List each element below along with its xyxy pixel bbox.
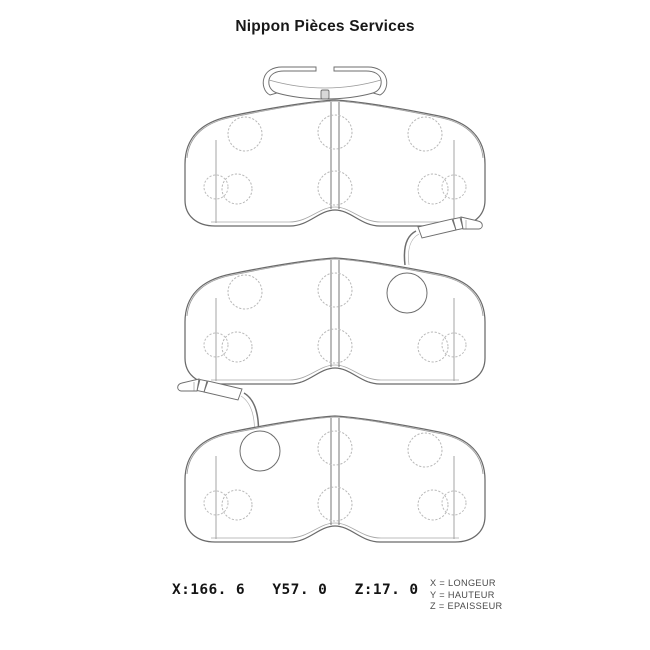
pad-top-body [184,99,486,227]
retaining-clip [262,66,388,100]
pad-top-group [184,66,486,227]
legend: X = LONGEUR Y = HAUTEUR Z = EPAISSEUR [430,578,503,613]
pad-middle-body [184,257,486,385]
dimension-text: X:166. 6 Y57. 0 Z:17. 0 [172,582,419,598]
legend-line-y: Y = HAUTEUR [430,589,495,600]
legend-line-z: Z = EPAISSEUR [430,601,503,612]
wear-sensor-left [177,378,260,441]
pad-bottom-group [177,378,486,543]
legend-line-x: X = LONGEUR [430,578,496,588]
page-title: Nippon Pièces Services [235,18,415,35]
pad-bottom-body [184,415,486,543]
pad-middle-group [184,216,486,385]
clip-center-boss [320,89,330,100]
wear-sensor-right [403,216,483,266]
